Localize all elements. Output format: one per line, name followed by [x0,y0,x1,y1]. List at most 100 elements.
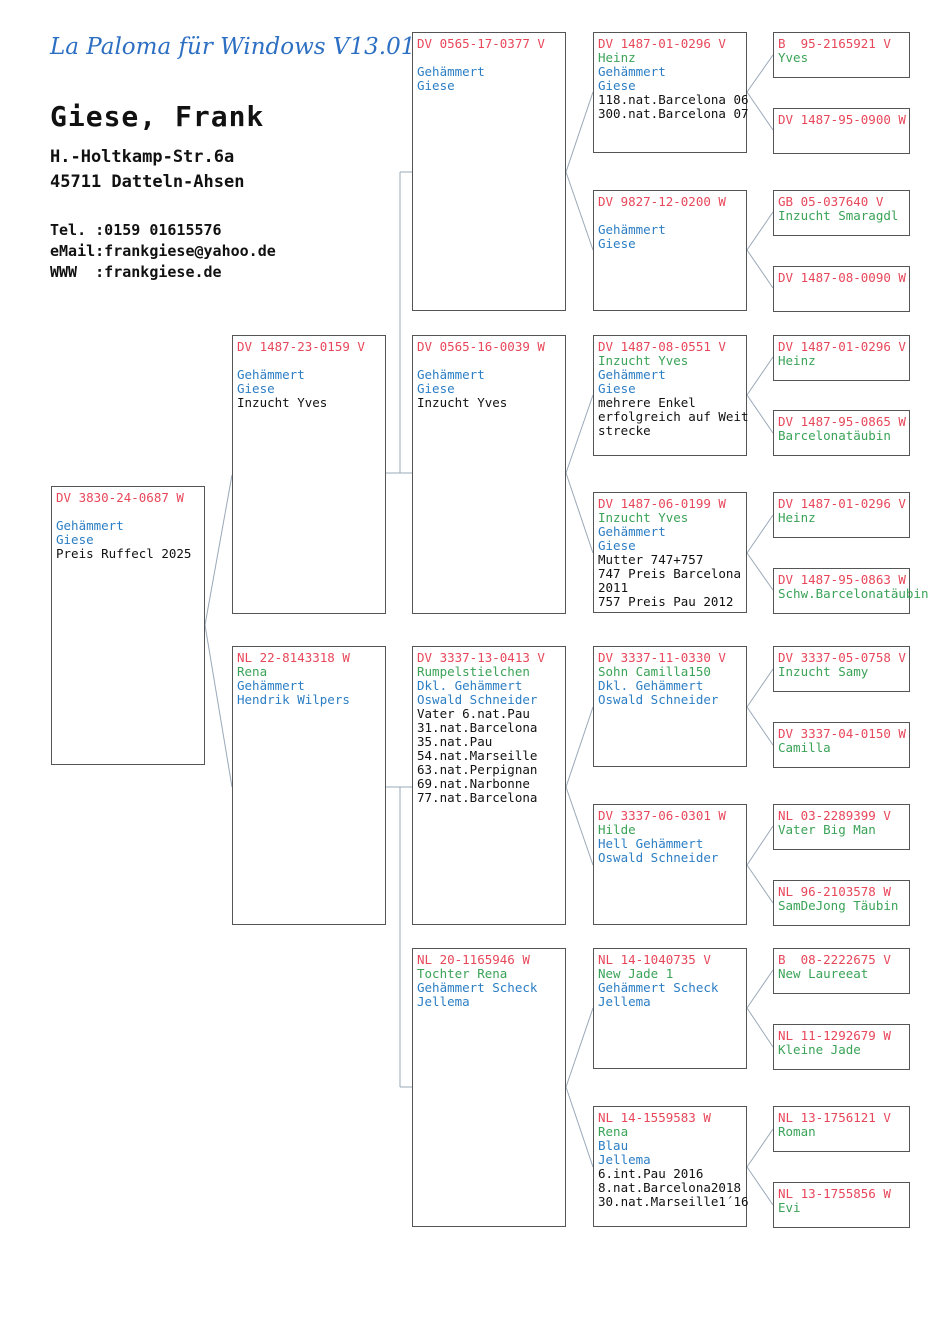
pigeon-info-line: Inzucht Yves [598,353,689,368]
pigeon-info-line: Inzucht Smaragdl [778,208,899,223]
spacer [417,51,561,65]
pigeon-info-line: Camilla [778,740,831,755]
pigeon-info-line: Giese [417,78,455,93]
pigeon-info-line: Gehämmert [417,64,485,79]
pigeon-info-line: 118.nat.Barcelona 06 [598,92,749,107]
pigeon-info-line: Dkl. Gehämmert [417,678,523,693]
pigeon-info-line: Dkl. Gehämmert [598,678,704,693]
owner-street: H.-Holtkamp-Str.6a [50,147,235,167]
pigeon-info-line: 300.nat.Barcelona 07 [598,106,749,121]
pigeon-info-line: 2011 [598,580,629,595]
ring-number: DV 3337-06-0301 W [598,808,726,823]
ring-number: DV 1487-01-0296 V [598,36,726,51]
pigeon-info-line: Giese [417,381,455,396]
pigeon-info-line: 6.int.Pau 2016 [598,1166,704,1181]
pigeon-info-line: Gehämmert [417,367,485,382]
ring-number: DV 3337-05-0758 V [778,650,906,665]
ring-number: DV 1487-06-0199 W [598,496,726,511]
owner-phone: Tel. :0159 01615576 [50,221,222,239]
pigeon-info-line: 54.nat.Marseille [417,748,538,763]
ring-number: B 95-2165921 V [778,36,891,51]
ring-number: NL 11-1292679 W [778,1028,891,1043]
ring-number: DV 1487-95-0900 W [778,112,906,127]
pigeon-info-line: Giese [237,381,275,396]
pigeon-info-line: Gehämmert Scheck [417,980,538,995]
pigeon-info-line: Gehämmert [598,222,666,237]
pigeon-info-line: Rumpelstielchen [417,664,530,679]
pigeon-info-line: Inzucht Yves [598,510,689,525]
pigeon-info-line: SamDeJong Täubin [778,898,899,913]
pigeon-info-line: Oswald Schneider [598,692,719,707]
ring-number: NL 22-8143318 W [237,650,350,665]
pigeon-card[interactable]: DV 1487-08-0090 W [773,266,910,312]
pigeon-info-line: Giese [56,532,94,547]
pigeon-info-line: Giese [598,381,636,396]
pigeon-info-line: Gehämmert [56,518,124,533]
ring-number: DV 9827-12-0200 W [598,194,726,209]
pigeon-info-line: mehrere Enkel [598,395,696,410]
pigeon-info-line: strecke [598,423,651,438]
ring-number: DV 3337-13-0413 V [417,650,545,665]
pigeon-info-line: Roman [778,1124,816,1139]
pigeon-info-line: Gehämmert [237,678,305,693]
pigeon-info-line: Jellema [417,994,470,1009]
pigeon-info-line: Yves [778,50,809,65]
owner-www: WWW :frankgiese.de [50,263,222,281]
pigeon-info-line: Gehämmert [237,367,305,382]
pigeon-info-line: erfolgreich auf Weit [598,409,749,424]
ring-number: DV 1487-95-0865 W [778,414,906,429]
owner-email: eMail:frankgiese@yahoo.de [50,242,276,260]
spacer [56,505,200,519]
pigeon-info-line: Gehämmert [598,524,666,539]
pigeon-info-line: 31.nat.Barcelona [417,720,538,735]
pigeon-info-line: Oswald Schneider [417,692,538,707]
pigeon-info-line: Rena [237,664,268,679]
spacer [598,209,742,223]
ring-number: DV 1487-01-0296 V [778,339,906,354]
spacer [417,354,561,368]
pigeon-info-line: New Laureeat [778,966,869,981]
pigeon-info-line: Kleine Jade [778,1042,861,1057]
pigeon-info-line: Giese [598,78,636,93]
pigeon-card[interactable]: DV 1487-95-0900 W [773,108,910,154]
pigeon-info-line: Tochter Rena [417,966,508,981]
owner-name: Giese, Frank [50,100,265,133]
ring-number: NL 14-1559583 W [598,1110,711,1125]
pigeon-info-line: 757 Preis Pau 2012 [598,594,734,609]
pigeon-info-line: Schw.Barcelonatäubin [778,586,929,601]
pigeon-info-line: 8.nat.Barcelona2018 [598,1180,741,1195]
pigeon-info-line: Inzucht Yves [237,395,328,410]
pigeon-info-line: 747 Preis Barcelona [598,566,741,581]
pigeon-info-line: Vater 6.nat.Pau [417,706,530,721]
pigeon-info-line: Evi [778,1200,801,1215]
